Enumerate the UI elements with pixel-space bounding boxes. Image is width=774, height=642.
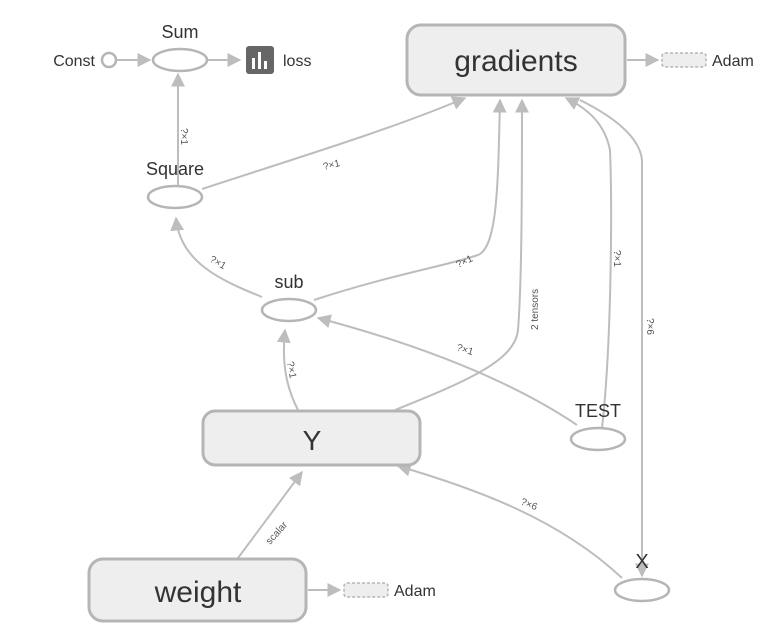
- const-node[interactable]: Const: [53, 51, 118, 70]
- edge-x-y: [396, 462, 623, 579]
- adam-gradients-label: Adam: [712, 53, 754, 70]
- edge-labels: ?×1 ?×1 ?×1 ?×1 ?×1 2 tensors ?×1 ?×1 ?×…: [178, 128, 655, 547]
- gradients-node[interactable]: gradients: [405, 23, 627, 97]
- const-label: Const: [53, 53, 95, 70]
- edge-label-y-gradients: 2 tensors: [530, 289, 541, 330]
- edges: [117, 53, 660, 597]
- y-node[interactable]: Y: [201, 409, 422, 467]
- adam-weight-node[interactable]: Adam: [343, 582, 436, 600]
- edge-label-test-gradients: ?×1: [611, 250, 622, 267]
- square-label: Square: [146, 159, 204, 179]
- adam-gradients-node[interactable]: Adam: [661, 52, 754, 70]
- test-label: TEST: [575, 401, 621, 421]
- weight-label: weight: [154, 576, 242, 609]
- edge-sub-gradients: [313, 98, 507, 301]
- edge-label-weight-y: scalar: [264, 519, 290, 547]
- loss-label: loss: [283, 53, 311, 70]
- edge-label-test-sub: ?×1: [455, 342, 475, 358]
- adam-weight-label: Adam: [394, 583, 436, 600]
- sum-node[interactable]: Sum: [151, 22, 209, 73]
- gradients-label: gradients: [454, 45, 577, 78]
- sum-label: Sum: [161, 22, 198, 42]
- edge-label-sub-square: ?×1: [208, 254, 229, 272]
- loss-summary-node[interactable]: loss: [246, 46, 311, 74]
- test-node[interactable]: TEST: [569, 401, 627, 452]
- edge-weight-y: [237, 470, 303, 559]
- edge-label-y-sub: ?×1: [284, 361, 298, 380]
- y-label: Y: [303, 425, 322, 456]
- edge-gradients-x: [579, 99, 649, 578]
- edge-test-gradients: [564, 97, 613, 429]
- edge-sub-square: [170, 216, 263, 298]
- x-label: X: [635, 551, 648, 573]
- square-node[interactable]: Square: [146, 159, 204, 210]
- sub-label: sub: [274, 272, 303, 292]
- weight-node[interactable]: weight: [87, 557, 308, 623]
- edge-square-gradients: [201, 96, 467, 190]
- sub-node[interactable]: sub: [260, 272, 318, 323]
- edge-y-sub: [276, 328, 299, 411]
- x-node[interactable]: X: [613, 551, 671, 603]
- edge-label-square-sum: ?×1: [178, 128, 189, 145]
- edge-test-sub: [316, 314, 578, 426]
- edge-label-square-gradients: ?×1: [322, 158, 342, 173]
- edge-y-gradients: [394, 98, 529, 411]
- edge-label-gradients-x: ?×6: [644, 318, 655, 335]
